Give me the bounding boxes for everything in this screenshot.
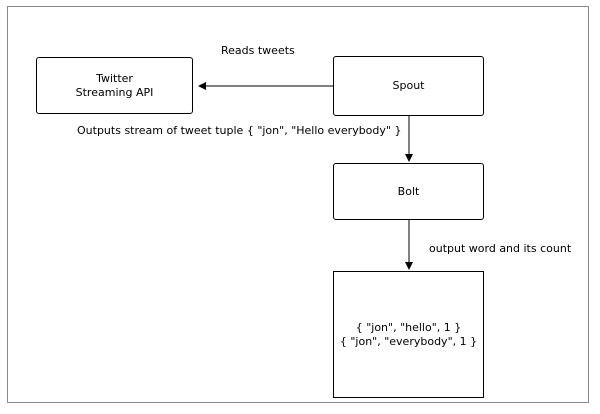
reads-tweets-label: Reads tweets xyxy=(221,44,295,57)
output-tuples-node: { "jon", "hello", 1 } { "jon", "everybod… xyxy=(333,271,484,398)
output-tuple-line1: { "jon", "hello", 1 } xyxy=(355,320,462,334)
output-tuple-line2: { "jon", "everybody", 1 } xyxy=(339,334,478,348)
spout-label: Spout xyxy=(392,79,425,92)
diagram-frame xyxy=(7,6,589,403)
twitter-streaming-api-node: Twitter Streaming API xyxy=(36,57,193,114)
output-word-count-label: output word and its count xyxy=(429,242,572,255)
twitter-node-line2: Streaming API xyxy=(75,85,154,99)
outputs-stream-label: Outputs stream of tweet tuple { "jon", "… xyxy=(77,124,402,137)
bolt-node: Bolt xyxy=(333,163,484,220)
spout-node: Spout xyxy=(333,56,484,116)
twitter-node-line1: Twitter xyxy=(96,71,133,85)
bolt-label: Bolt xyxy=(397,184,420,198)
